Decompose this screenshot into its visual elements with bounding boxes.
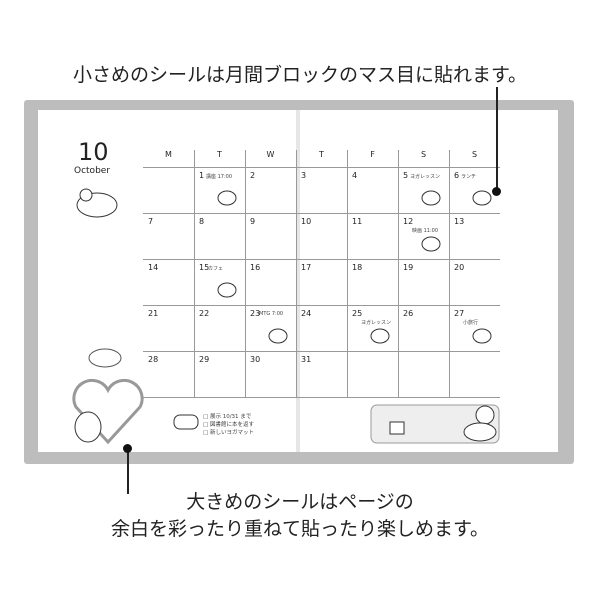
day-number: 16 bbox=[250, 263, 261, 272]
spine bbox=[296, 110, 300, 452]
day-number: 27 bbox=[454, 309, 465, 318]
day-note: ヨガレッスン bbox=[410, 174, 441, 180]
todo-list: □ 展示 10/31 まで □ 図書館に本を返す □ 新しいヨガマット bbox=[203, 413, 254, 437]
sticker bbox=[268, 328, 288, 344]
day-number: 7 bbox=[148, 217, 154, 226]
sticker bbox=[217, 282, 237, 298]
day-number: 30 bbox=[250, 355, 261, 364]
day-number: 31 bbox=[301, 355, 312, 364]
day-number: 22 bbox=[199, 309, 210, 318]
bread-sticker bbox=[173, 414, 199, 430]
day-number: 8 bbox=[199, 217, 205, 226]
grid-line bbox=[296, 150, 297, 397]
day-number: 26 bbox=[403, 309, 414, 318]
day-note: ランチ bbox=[461, 174, 477, 180]
weekday-header: T bbox=[319, 150, 324, 159]
caption-bottom-2: 余白を彩ったり重ねて貼ったり楽しめます。 bbox=[110, 518, 490, 540]
day-number: 15 bbox=[199, 263, 210, 272]
grid-line bbox=[143, 305, 500, 306]
sticker bbox=[421, 190, 441, 206]
day-number: 13 bbox=[454, 217, 465, 226]
sticker bbox=[472, 328, 492, 344]
todo-item: □ 展示 10/31 まで bbox=[203, 414, 252, 420]
day-number: 17 bbox=[301, 263, 312, 272]
sticker bbox=[421, 236, 441, 252]
grid-line bbox=[143, 397, 500, 398]
breakfast-bear-sticker bbox=[370, 404, 500, 444]
day-number: 14 bbox=[148, 263, 159, 272]
caption-bottom-1: 大きめのシールはページの bbox=[186, 491, 414, 513]
todo-item: □ 新しいヨガマット bbox=[203, 430, 254, 436]
day-number: 11 bbox=[352, 217, 363, 226]
grid-line bbox=[449, 150, 450, 397]
day-note: ヨガレッスン bbox=[361, 320, 392, 326]
grid-line bbox=[398, 150, 399, 397]
day-number: 23 bbox=[250, 309, 261, 318]
day-number: 20 bbox=[454, 263, 465, 272]
day-number: 25 bbox=[352, 309, 363, 318]
day-number: 18 bbox=[352, 263, 363, 272]
grid-line bbox=[143, 351, 500, 352]
day-note: 映画 11:00 bbox=[412, 228, 438, 234]
day-number: 10 bbox=[301, 217, 312, 226]
day-note: カフェ bbox=[208, 266, 224, 272]
day-number: 6 bbox=[454, 171, 460, 180]
day-number: 1 bbox=[199, 171, 205, 180]
day-number: 19 bbox=[403, 263, 414, 272]
leader-line-bottom bbox=[127, 448, 129, 494]
weekday-header: T bbox=[217, 150, 222, 159]
grid-line bbox=[194, 150, 195, 397]
grid-line bbox=[245, 150, 246, 397]
grid-line bbox=[347, 150, 348, 397]
day-note: 小旅行 bbox=[463, 320, 479, 326]
weekday-header: F bbox=[370, 150, 375, 159]
weekday-header: M bbox=[165, 150, 172, 159]
month-number: 10 bbox=[78, 138, 109, 166]
sticker bbox=[472, 190, 492, 206]
day-number: 28 bbox=[148, 355, 159, 364]
day-number: 3 bbox=[301, 171, 307, 180]
weekday-header: S bbox=[471, 150, 478, 159]
bear-sticker bbox=[76, 188, 118, 218]
day-number: 12 bbox=[403, 217, 414, 226]
todo-item: □ 図書館に本を返す bbox=[203, 422, 254, 428]
grid-line bbox=[143, 213, 500, 214]
leader-dot-top bbox=[492, 187, 501, 196]
cat-sticker bbox=[88, 348, 122, 368]
hearts-dog-sticker bbox=[72, 378, 144, 445]
sticker bbox=[370, 328, 390, 344]
day-number: 21 bbox=[148, 309, 159, 318]
grid-line bbox=[143, 167, 500, 168]
day-note: MTG 7:00 bbox=[259, 311, 284, 317]
leader-line-top bbox=[496, 87, 498, 191]
day-number: 2 bbox=[250, 171, 256, 180]
weekday-header: S bbox=[420, 150, 427, 159]
sticker bbox=[217, 190, 237, 206]
day-number: 29 bbox=[199, 355, 210, 364]
weekday-header: W bbox=[266, 150, 275, 159]
day-number: 24 bbox=[301, 309, 312, 318]
day-note: 講座 17:00 bbox=[206, 174, 232, 180]
caption-top: 小さめのシールは月間ブロックのマス目に貼れます。 bbox=[72, 64, 528, 86]
leader-dot-bottom bbox=[123, 444, 132, 453]
day-number: 4 bbox=[352, 171, 358, 180]
month-name: October bbox=[74, 166, 111, 176]
day-number: 5 bbox=[403, 171, 409, 180]
grid-line bbox=[143, 259, 500, 260]
day-number: 9 bbox=[250, 217, 256, 226]
